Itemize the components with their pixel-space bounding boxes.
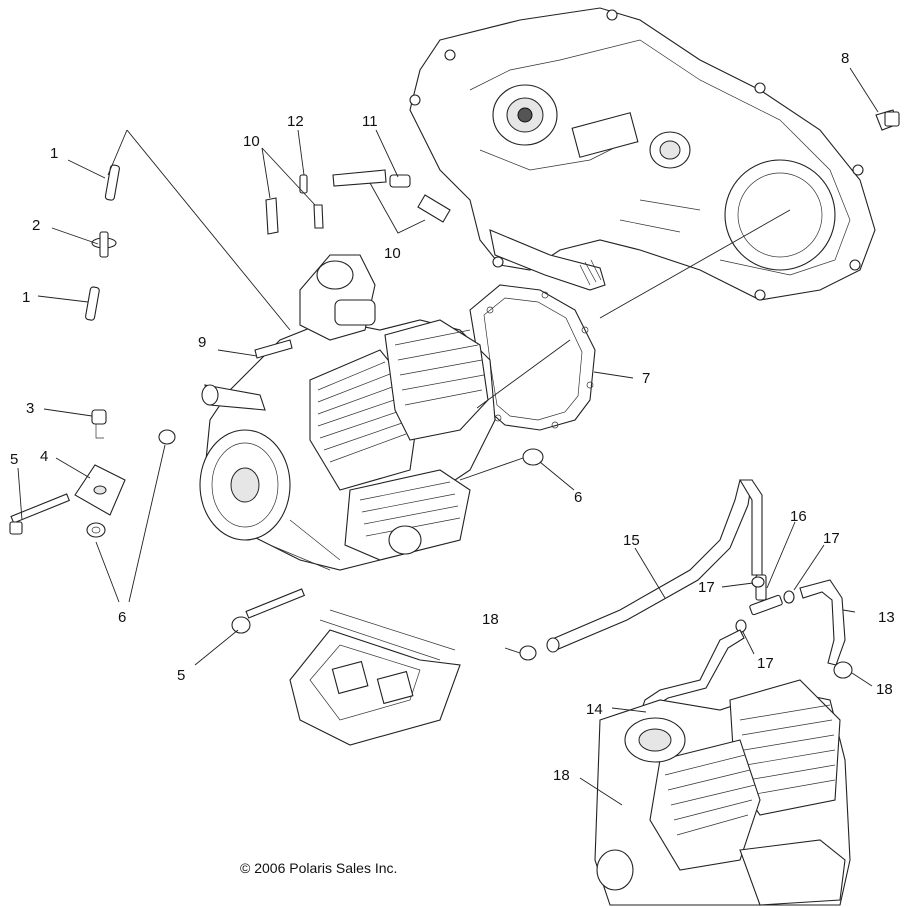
mount-bracket-part-4 <box>74 464 126 516</box>
callout-12: 12 <box>287 113 304 130</box>
callout-15: 15 <box>623 532 640 549</box>
clamps-part-17 <box>735 576 795 633</box>
hose-part-15 <box>546 479 763 653</box>
callout-18-lower: 18 <box>553 767 570 784</box>
callout-13: 13 <box>878 609 895 626</box>
callout-11: 11 <box>362 113 378 130</box>
fitting-part-2 <box>91 231 117 258</box>
callout-17-left: 17 <box>698 579 715 596</box>
nut-part-6-left-lower <box>86 522 106 538</box>
callout-4: 4 <box>40 448 48 465</box>
pin-part-1-upper <box>104 164 120 201</box>
callout-labels: 1 2 1 3 4 5 6 5 9 10 12 11 10 7 8 6 15 1… <box>10 50 895 784</box>
inset-engine <box>594 679 851 906</box>
nut-part-6-left-upper <box>158 429 176 445</box>
callout-7: 7 <box>642 370 650 387</box>
callout-17-lower: 17 <box>757 655 774 672</box>
hose-part-10-right <box>332 169 451 223</box>
connector-part-11 <box>389 174 411 188</box>
callout-5-left: 5 <box>10 451 18 468</box>
pin-part-1-lower <box>85 286 100 321</box>
hose-part-10-left <box>265 197 324 235</box>
callout-1-upper: 1 <box>50 145 58 162</box>
gearcase-housing <box>409 7 876 301</box>
gasket-part-7 <box>469 284 596 431</box>
callout-18-right: 18 <box>876 681 893 698</box>
callout-10-right: 10 <box>384 245 401 262</box>
leader-lines <box>17 67 879 806</box>
callout-8: 8 <box>841 50 849 67</box>
callout-17-right: 17 <box>823 530 840 547</box>
nut-part-6-right <box>522 448 544 466</box>
callout-16: 16 <box>790 508 807 525</box>
callout-5-bottom: 5 <box>177 667 185 684</box>
callout-1-lower: 1 <box>22 289 30 306</box>
callout-2: 2 <box>32 217 40 234</box>
hose-part-13 <box>799 579 846 666</box>
callout-6-right: 6 <box>574 489 582 506</box>
callout-9: 9 <box>198 334 206 351</box>
callout-3: 3 <box>26 400 34 417</box>
bolt-part-5-left <box>9 493 71 535</box>
engine-mount-frame <box>289 609 461 746</box>
callout-6-left: 6 <box>118 609 126 626</box>
bolt-part-5-bottom <box>231 588 306 634</box>
bolt-part-8 <box>875 109 900 131</box>
callout-14: 14 <box>586 701 603 718</box>
clip-part-3 <box>91 409 107 439</box>
engine-assembly <box>199 254 496 571</box>
callout-10-left: 10 <box>243 133 260 150</box>
callout-18-left: 18 <box>482 611 499 628</box>
copyright-notice: © 2006 Polaris Sales Inc. <box>240 860 397 876</box>
